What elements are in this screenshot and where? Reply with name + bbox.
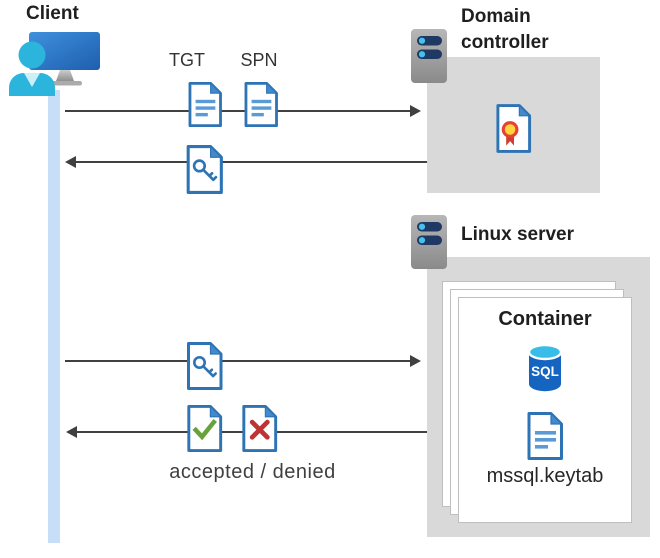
arrowhead-left-icon bbox=[65, 156, 76, 168]
arrow-client-to-linux bbox=[65, 360, 411, 362]
spn-document-icon bbox=[244, 81, 278, 128]
monitor-stand bbox=[56, 70, 74, 81]
keytab-filename: mssql.keytab bbox=[486, 465, 604, 487]
sql-badge-text: SQL bbox=[531, 364, 559, 379]
person-head bbox=[18, 41, 46, 69]
container-card: Container SQL mssql.keytab bbox=[458, 297, 632, 523]
certificate-icon bbox=[496, 104, 532, 153]
keytab-file-icon bbox=[527, 412, 563, 460]
arrowhead-right-icon bbox=[410, 105, 421, 117]
ribbon-seal bbox=[501, 121, 519, 138]
domain-controller-server-icon bbox=[411, 29, 447, 83]
domain-controller-label: Domain controller bbox=[461, 6, 549, 53]
container-label: Container bbox=[498, 308, 592, 330]
key-ticket-icon bbox=[187, 342, 223, 390]
monitor-icon bbox=[29, 32, 100, 70]
client-lifeline bbox=[48, 90, 60, 543]
spn-label: SPN bbox=[240, 50, 278, 70]
arrowhead-left-icon bbox=[66, 426, 77, 438]
client-computer-user-icon bbox=[9, 32, 100, 96]
sql-database-icon: SQL bbox=[527, 344, 563, 392]
denied-document-icon bbox=[242, 404, 278, 453]
key-ticket-icon bbox=[186, 145, 223, 194]
tgt-document-icon bbox=[188, 81, 222, 128]
accepted-denied-label: accepted / denied bbox=[169, 461, 336, 483]
linux-server-icon bbox=[411, 215, 447, 269]
arrow-dc-to-client bbox=[76, 161, 427, 163]
accepted-document-icon bbox=[187, 404, 223, 453]
arrow-client-to-dc bbox=[65, 110, 411, 112]
client-label: Client bbox=[26, 3, 79, 24]
arrowhead-right-icon bbox=[410, 355, 421, 367]
linux-server-label: Linux server bbox=[461, 224, 574, 245]
tgt-label: TGT bbox=[169, 50, 205, 70]
person-collar bbox=[24, 73, 40, 87]
monitor-base bbox=[48, 81, 82, 86]
